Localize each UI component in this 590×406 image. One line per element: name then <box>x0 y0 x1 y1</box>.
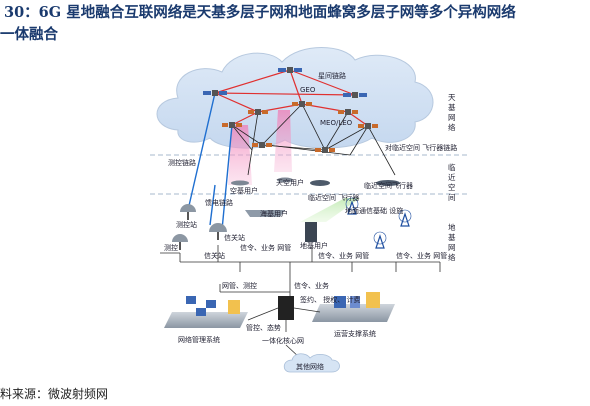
cell-towers <box>345 197 412 249</box>
label-sky-user: 天空用户 <box>276 178 304 187</box>
figure-title: 30：6G 星地融合互联网络是天基多层子网和地面蜂窝多层子网等多个异构网络 <box>4 4 516 21</box>
label-near-space-user: 临近空间 飞行器 <box>308 193 359 202</box>
label-inter-satellite-link: 星间链路 <box>318 71 346 80</box>
space-cloud <box>156 47 434 149</box>
figure-title-cont: 一体融合 <box>0 26 58 43</box>
beam-air-user <box>228 125 252 185</box>
label-signaling-4: 信令、业务 <box>294 281 329 290</box>
computers <box>186 292 380 316</box>
label-gateway-station: 信关站 <box>224 233 245 242</box>
label-sign-auth-bill: 签约、 授权、 计费 <box>300 295 360 304</box>
bus-lines <box>160 245 441 300</box>
beam-near-space <box>300 198 360 222</box>
label-control-station: 测控站 <box>176 220 197 229</box>
other-network-cloud <box>283 353 340 373</box>
beam-sky-user <box>274 110 292 172</box>
ops-platform <box>312 304 395 322</box>
core-server-icon <box>278 296 294 320</box>
label-control: 测控 <box>164 243 178 252</box>
label-near-space-link: 对临近空间 飞行器链路 <box>385 143 457 152</box>
ship-icon <box>245 210 285 217</box>
ground-user-icon <box>305 222 317 242</box>
label-geo: GEO <box>300 86 316 94</box>
label-ground-user: 地基用户 <box>300 241 328 250</box>
label-feeder-link: 馈电链路 <box>205 198 233 207</box>
side-label-ground: 地基网络 <box>448 222 456 262</box>
satellites <box>203 67 378 153</box>
label-gateway-station-2: 信关站 <box>204 251 225 260</box>
label-ground-base-station: 地面通信基础 设施 <box>345 206 403 215</box>
ground-links <box>187 92 233 231</box>
label-air-user: 空基用户 <box>230 186 258 195</box>
label-meo-leo: MEO/LEO <box>320 119 353 127</box>
label-ops-support: 运营支撑系统 <box>334 329 376 338</box>
label-sea-user: 海基用户 <box>260 209 288 218</box>
label-control-link: 测控链路 <box>168 158 196 167</box>
label-signaling-3: 信令、业务 网管 <box>396 251 447 260</box>
side-label-near: 临近空间 <box>448 162 456 202</box>
label-near-space-craft: 临近空间飞行器 <box>364 181 413 190</box>
label-net-control: 网管、测控 <box>222 281 257 290</box>
label-core-network: 一体化核心网 <box>262 336 304 345</box>
network-mgmt-platform <box>164 312 248 328</box>
feeder-links <box>231 103 396 176</box>
label-other-network: 其他网络 <box>296 362 324 371</box>
label-signaling-2: 信令、业务 网管 <box>318 251 369 260</box>
aircraft <box>231 177 400 186</box>
label-network-mgmt: 网络管理系统 <box>178 335 220 344</box>
ground-stations <box>172 204 227 250</box>
side-label-space: 天基网络 <box>448 93 456 132</box>
source-note: 料来源：微波射频网 <box>0 387 109 401</box>
label-signaling-1: 信令、业务 网管 <box>240 243 291 252</box>
label-control-status: 管控、态势 <box>246 323 281 332</box>
